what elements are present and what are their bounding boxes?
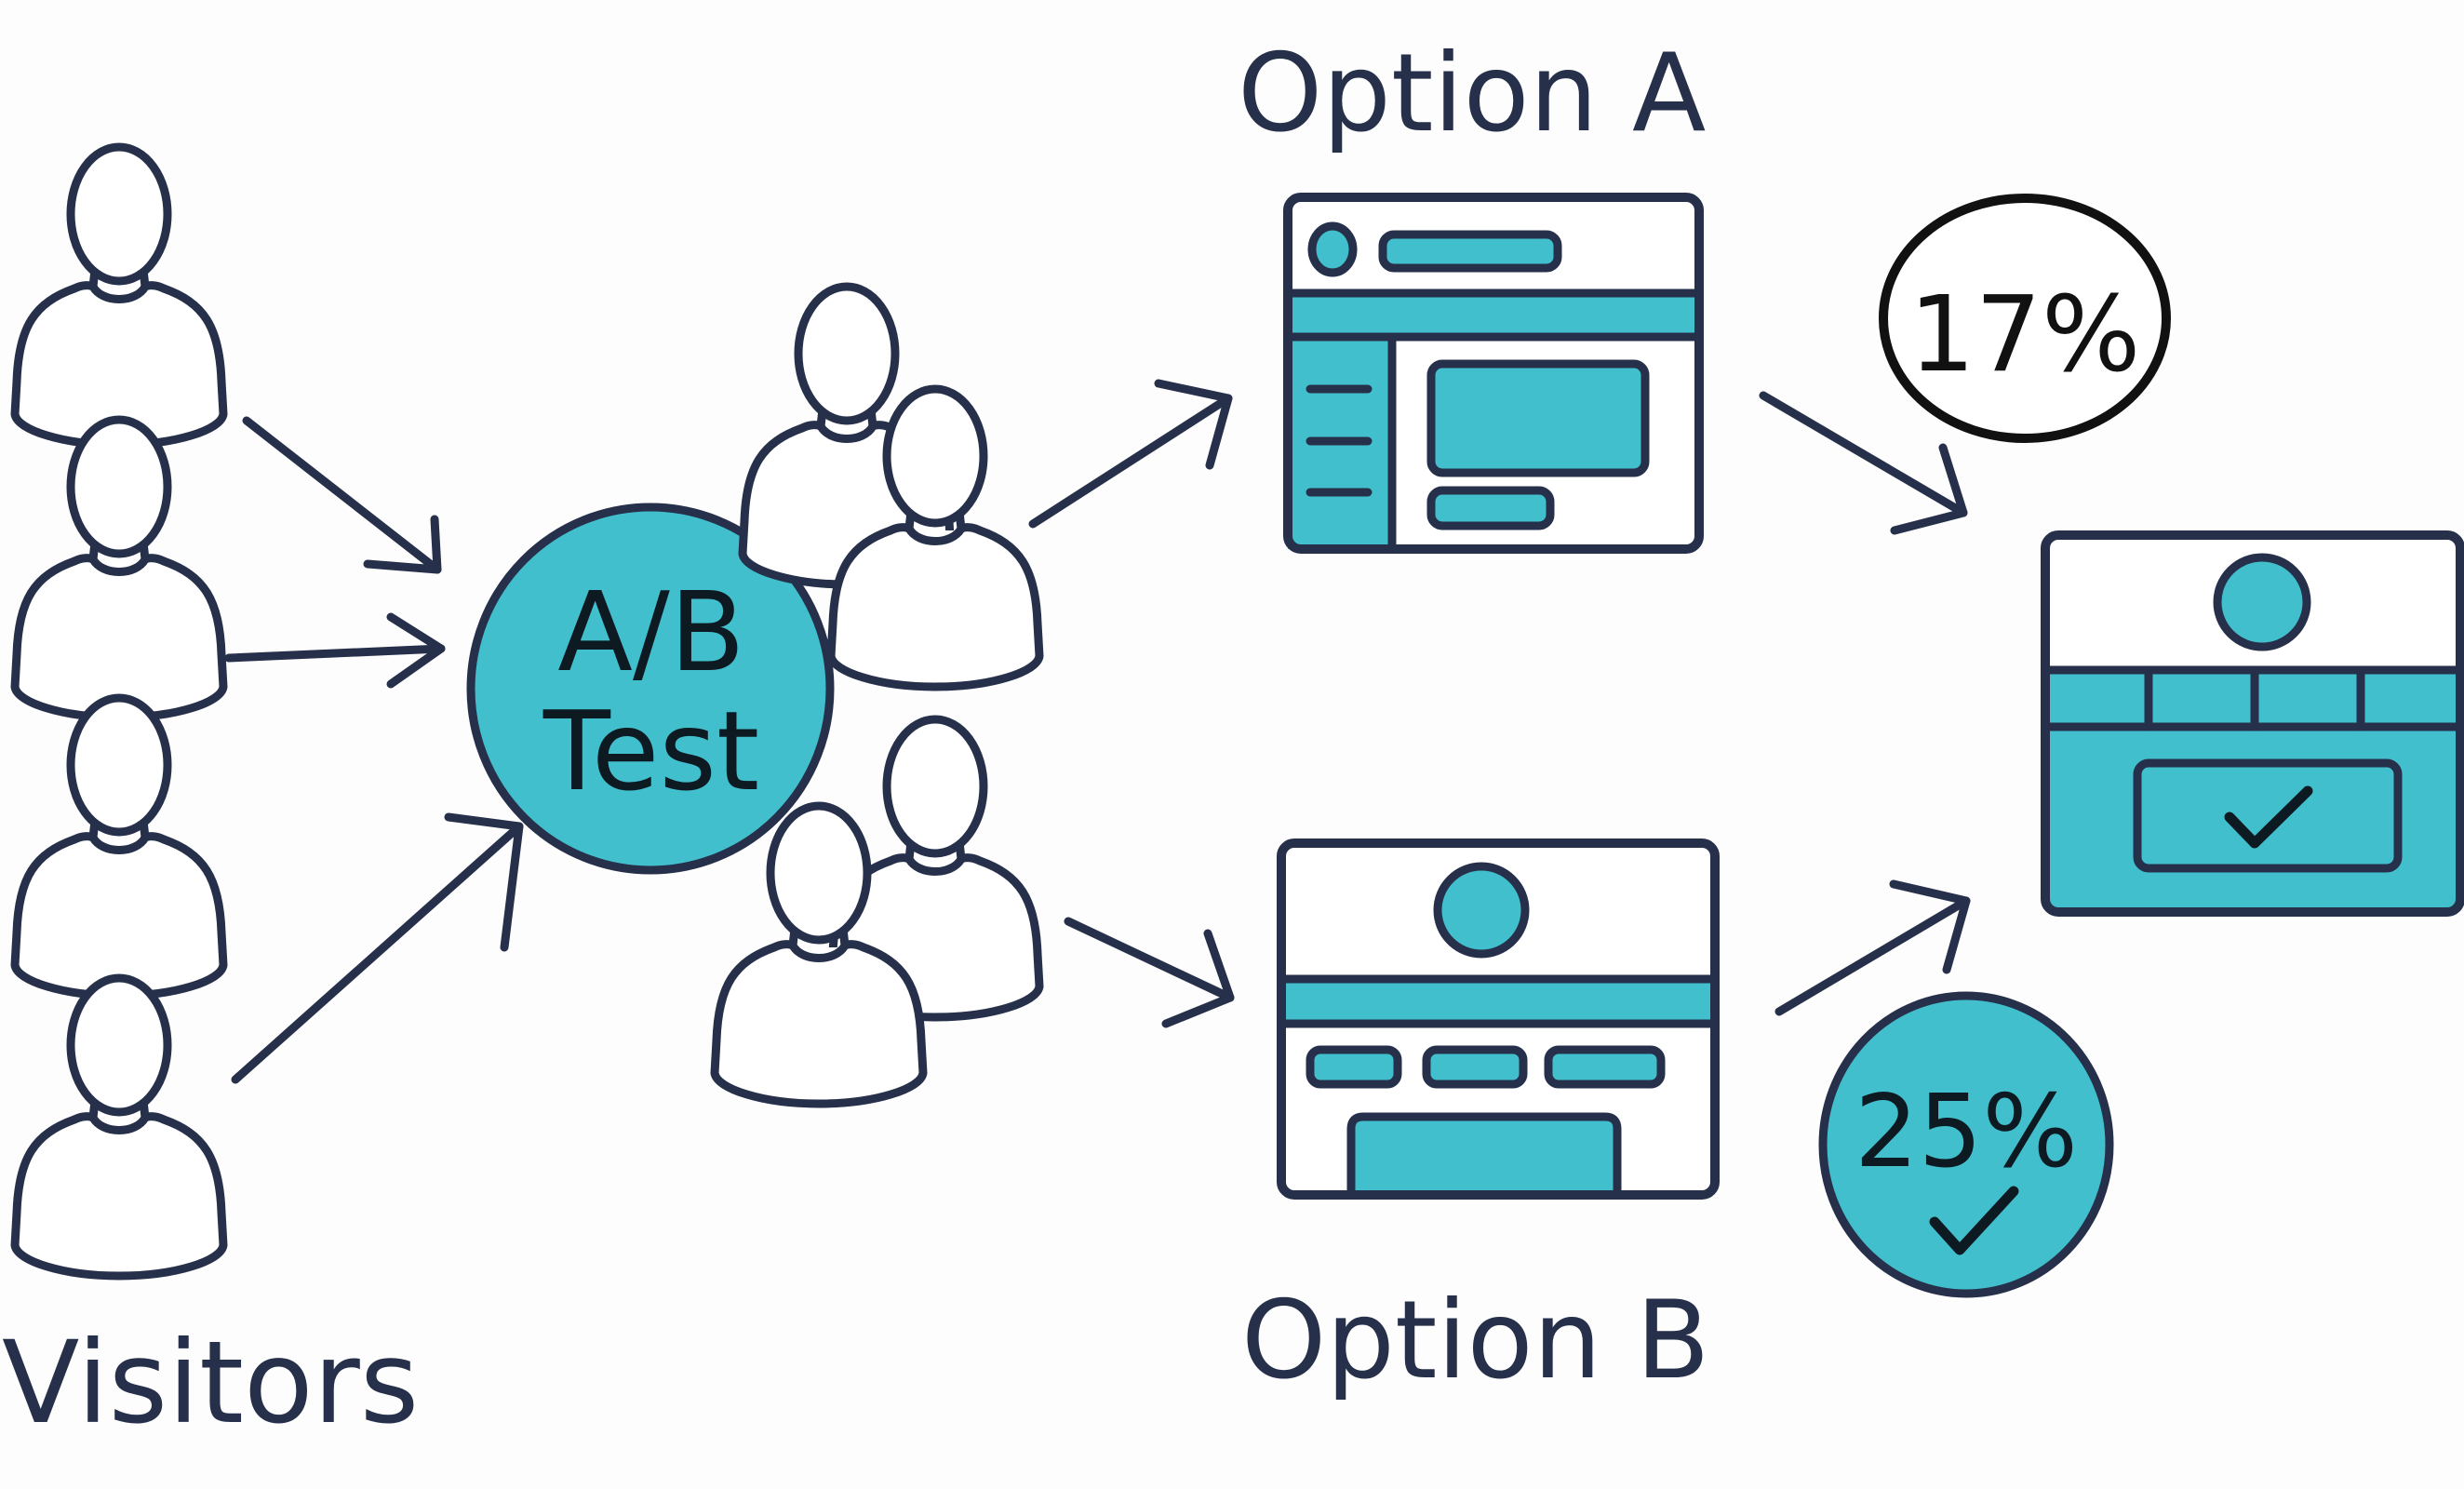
visitor-icon (15, 147, 223, 445)
arrow-visitors-to-test-3 (231, 812, 524, 1084)
ab-test-label-line1: A/B (557, 568, 744, 696)
profile-circle-icon (2217, 557, 2307, 647)
hero-circle-icon (1438, 866, 1525, 954)
option-b-conversion-value: 25% (1855, 1074, 2078, 1190)
option-b-conversion-badge: 25% (1818, 991, 2114, 1298)
option-a-conversion-badge: 17% (1879, 194, 2171, 443)
visitors-label: Visitors (2, 1317, 419, 1449)
ab-test-node: A/B Test (466, 503, 835, 875)
visitor-icon (15, 698, 223, 996)
option-a-label: Option A (1238, 31, 1706, 156)
confirm-button (2137, 763, 2398, 868)
visitor-icon (15, 978, 223, 1276)
visitor-icon (15, 420, 223, 718)
arrow-visitors-to-test-2 (224, 612, 446, 689)
checkmark-icon (2224, 785, 2313, 849)
option-a-conversion-value: 17% (1909, 275, 2141, 396)
logo-icon (1312, 226, 1353, 273)
visitors-group (15, 147, 223, 1276)
option-b-mockup (1277, 838, 1720, 1200)
ab-test-label-line2: Test (542, 687, 759, 815)
winning-page-mockup (2041, 530, 2464, 917)
arrow-option-b-to-result (1774, 879, 1971, 1016)
arrow-option-a-to-result (1759, 391, 1968, 535)
arrow-visitors-to-test-1 (242, 416, 442, 574)
arrow-to-option-a (1028, 379, 1233, 529)
arrow-to-option-b (1064, 917, 1235, 1028)
checkmark-icon (1929, 1186, 2019, 1255)
option-b-label: Option B (1241, 1278, 1710, 1403)
option-a-mockup (1283, 193, 1704, 554)
